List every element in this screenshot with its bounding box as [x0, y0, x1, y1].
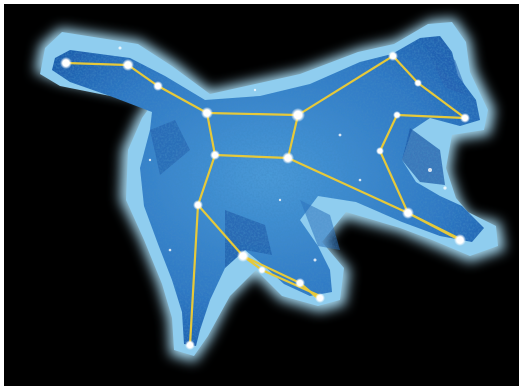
constellation-illustration: [4, 4, 519, 386]
constellation-scene: [4, 4, 519, 386]
